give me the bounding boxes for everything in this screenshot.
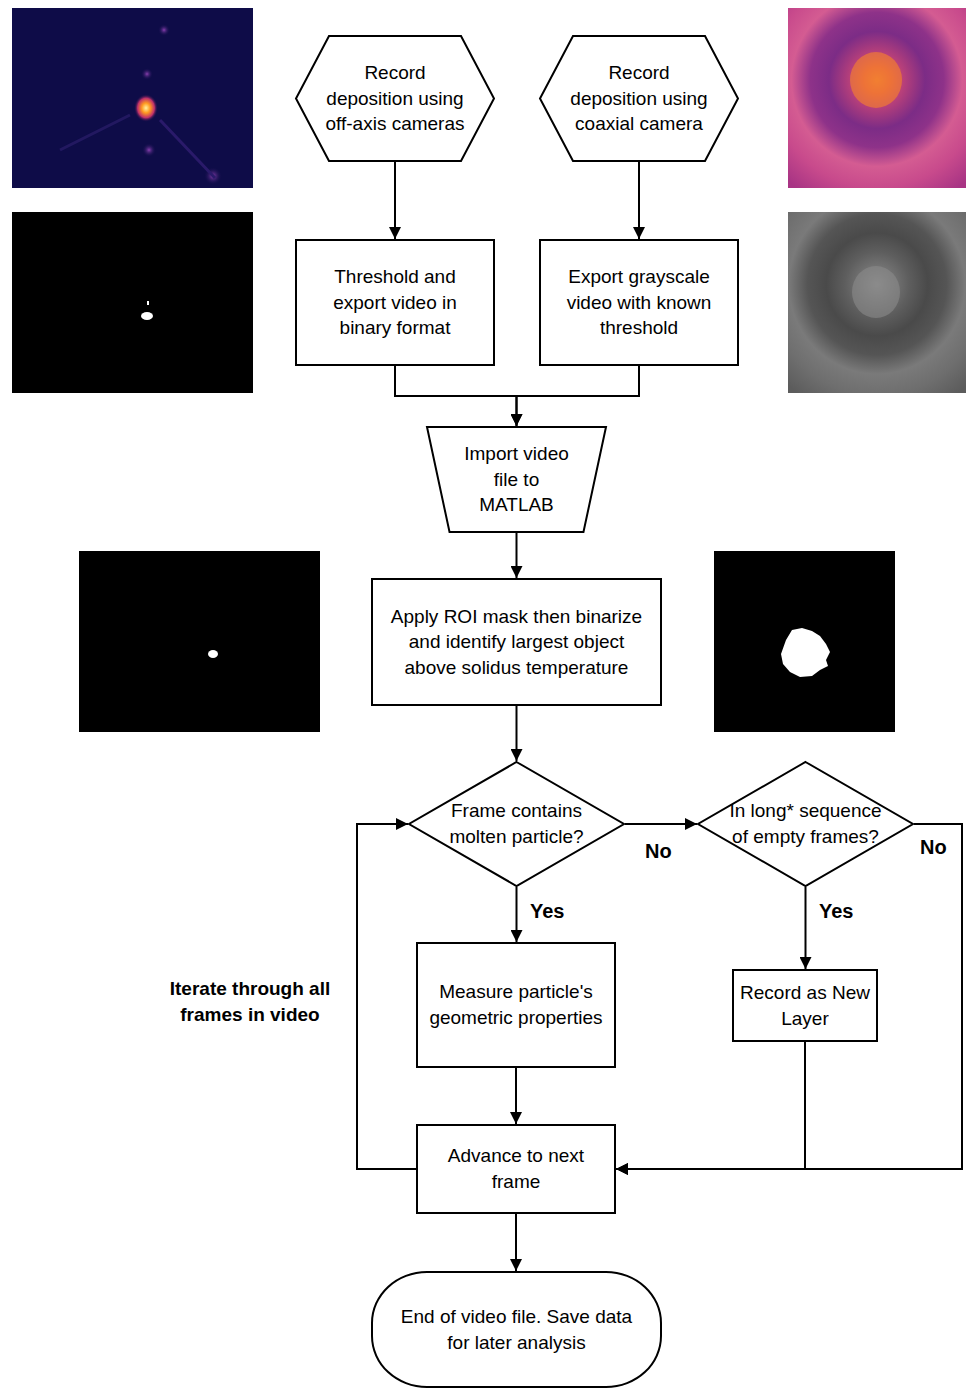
- input-trapezoid: Import video file to MATLAB: [426, 426, 607, 533]
- process-box: Measure particle's geometric properties: [416, 942, 616, 1068]
- process-box: Threshold and export video in binary for…: [295, 239, 495, 366]
- node-text: Record deposition using coaxial camera: [564, 60, 714, 137]
- decision-diamond-outline: [408, 761, 625, 887]
- flow-arrow: [516, 706, 518, 761]
- start-hexagon: Record deposition using off-axis cameras: [295, 35, 495, 162]
- flow-arrow: [357, 824, 416, 1169]
- node-text: Apply ROI mask then binarize and identif…: [384, 604, 649, 681]
- flow-arrow: [805, 887, 807, 969]
- coaxial-mask-frame: [714, 551, 895, 732]
- coaxial-thermal-frame: [788, 8, 966, 188]
- process-box: Advance to next frame: [416, 1124, 616, 1214]
- flow-arrow: [517, 366, 640, 426]
- node-text: Export grayscale video with known thresh…: [551, 264, 727, 341]
- text-holder: Frame contains molten particle?: [434, 798, 599, 849]
- shape-outline: [540, 36, 738, 161]
- flow-arrow: [616, 1042, 805, 1169]
- flow-arrow: [515, 1068, 517, 1124]
- shape-outline: [409, 762, 624, 886]
- process-box: Apply ROI mask then binarize and identif…: [371, 578, 662, 706]
- flow-arrow: [395, 366, 517, 426]
- flow-arrow: [394, 162, 396, 239]
- flow-arrow: [516, 887, 518, 942]
- flow-arrow: [515, 1214, 517, 1271]
- text-holder: In long* sequence of empty frames?: [723, 798, 888, 849]
- flow-arrow: [638, 162, 640, 239]
- offaxis-mask-frame: [79, 551, 320, 732]
- node-text: Threshold and export video in binary for…: [307, 264, 483, 341]
- text-holder: Import video file to MATLAB: [457, 441, 577, 518]
- branch-label: No: [643, 838, 674, 864]
- process-box: Record as New Layer: [732, 969, 878, 1042]
- text-holder: Record as New Layer: [740, 980, 870, 1031]
- loop-note: Iterate through all frames in video: [150, 976, 350, 1027]
- coaxial-grayscale-frame: [788, 212, 966, 393]
- branch-label: Yes: [528, 898, 566, 924]
- node-text: Measure particle's geometric properties: [428, 979, 604, 1030]
- node-text: Record deposition using off-axis cameras: [320, 60, 470, 137]
- node-text: Import video file to MATLAB: [457, 441, 577, 518]
- node-text: Record as New Layer: [740, 980, 870, 1031]
- text-holder: Export grayscale video with known thresh…: [551, 264, 727, 341]
- branch-label: Yes: [817, 898, 855, 924]
- terminal-box: End of video file. Save data for later a…: [371, 1271, 662, 1388]
- text-holder: Advance to next frame: [428, 1143, 604, 1194]
- decision-diamond: Frame contains molten particle?: [408, 761, 625, 887]
- text-holder: Record deposition using off-axis cameras: [320, 60, 470, 137]
- process-box: Export grayscale video with known thresh…: [539, 239, 739, 366]
- node-text: Advance to next frame: [428, 1143, 604, 1194]
- branch-label: No: [918, 834, 949, 860]
- text-holder: Threshold and export video in binary for…: [307, 264, 483, 341]
- node-text: In long* sequence of empty frames?: [723, 798, 888, 849]
- flow-arrow: [516, 533, 518, 578]
- node-text: Frame contains molten particle?: [434, 798, 599, 849]
- text-holder: Measure particle's geometric properties: [428, 979, 604, 1030]
- decision-diamond: In long* sequence of empty frames?: [697, 761, 914, 887]
- start-hexagon: Record deposition using coaxial camera: [539, 35, 739, 162]
- decision-diamond-outline: [697, 761, 914, 887]
- node-text: End of video file. Save data for later a…: [397, 1304, 637, 1355]
- text-holder: Apply ROI mask then binarize and identif…: [384, 604, 649, 681]
- offaxis-binary-frame: [12, 212, 253, 393]
- text-holder: End of video file. Save data for later a…: [397, 1304, 637, 1355]
- shape-outline: [698, 762, 913, 886]
- text-holder: Record deposition using coaxial camera: [564, 60, 714, 137]
- shape-outline: [427, 427, 606, 532]
- shape-outline: [296, 36, 494, 161]
- flow-arrow: [625, 823, 697, 825]
- offaxis-thermal-frame: [12, 8, 253, 188]
